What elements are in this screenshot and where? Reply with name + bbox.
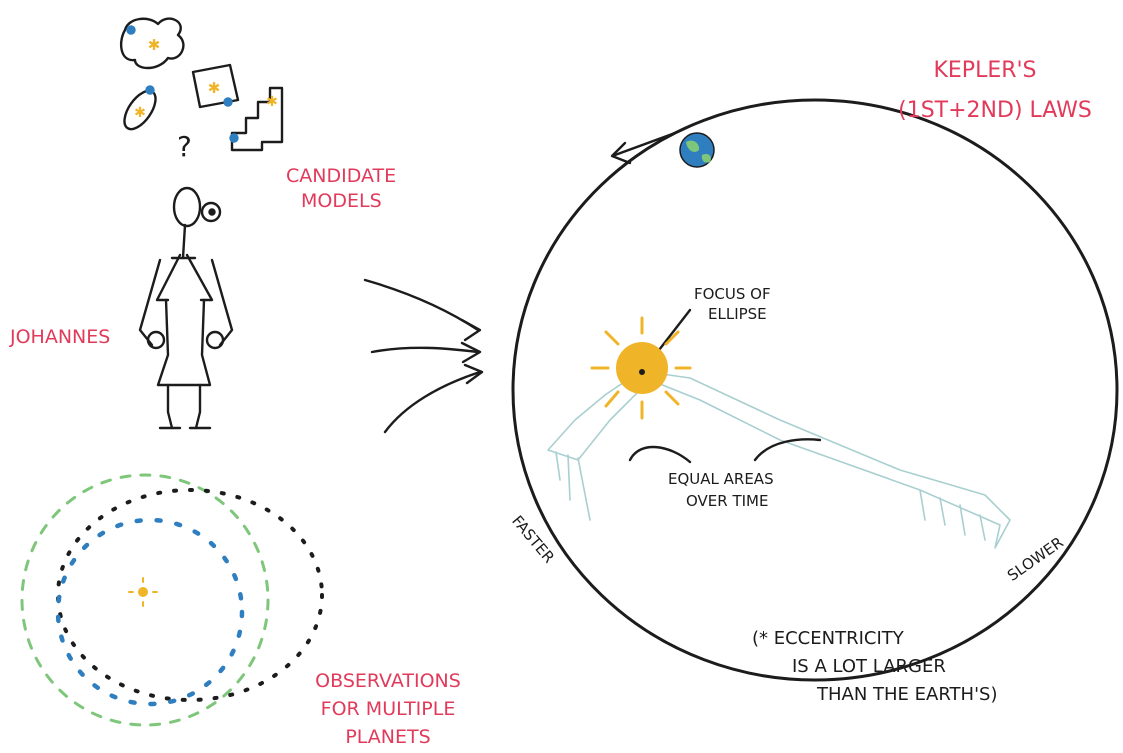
observations-line-2: FOR MULTIPLE <box>320 698 456 720</box>
equal-areas-line-2: OVER TIME <box>686 492 769 510</box>
earth-icon <box>679 132 715 168</box>
title-line-2: (1st+2nd) LAWS <box>898 98 1092 123</box>
footnote-line-1: (* ECCENTRICITY <box>752 628 904 649</box>
inner-orbit-dots <box>55 517 245 707</box>
candidate-model-ellipse: ✱ <box>123 85 157 131</box>
focus-label-line-2: ELLIPSE <box>708 305 767 323</box>
orbit-ellipse <box>511 98 1119 682</box>
outer-orbit-dots <box>20 473 270 727</box>
johannes-figure <box>138 186 234 430</box>
candidate-models-line-2: MODELS <box>301 190 382 212</box>
footnote-line-2: IS A LOT LARGER <box>792 656 946 677</box>
observations-plot <box>20 473 324 727</box>
svg-text:✱: ✱ <box>148 36 161 54</box>
candidate-model-staircase: ✱ <box>229 86 284 152</box>
svg-text:✱: ✱ <box>266 94 278 110</box>
observations-line-3: PLANETS <box>345 726 431 748</box>
equal-areas-line-1: EQUAL AREAS <box>668 470 774 488</box>
middle-orbit-dots <box>56 488 324 702</box>
svg-text:✱: ✱ <box>208 79 221 97</box>
observations-line-1: OBSERVATIONS <box>315 670 461 692</box>
candidate-model-blob: ✱ <box>119 17 185 70</box>
sun-icon <box>590 316 692 420</box>
observation-sun-icon <box>128 577 158 607</box>
question-mark: ? <box>177 130 192 163</box>
focus-label-line-1: FOCUS OF <box>694 285 771 303</box>
footnote-line-3: THAN THE EARTH'S) <box>817 684 998 705</box>
arrow-icon <box>363 278 484 434</box>
equal-area-regions <box>547 369 1011 549</box>
candidate-model-square: ✱ <box>191 63 240 109</box>
candidate-models-line-1: CANDIDATE <box>286 165 397 187</box>
svg-text:✱: ✱ <box>134 105 146 121</box>
title-line-1: KEPLER'S <box>933 58 1037 83</box>
johannes-label: JOHANNES <box>10 326 111 348</box>
